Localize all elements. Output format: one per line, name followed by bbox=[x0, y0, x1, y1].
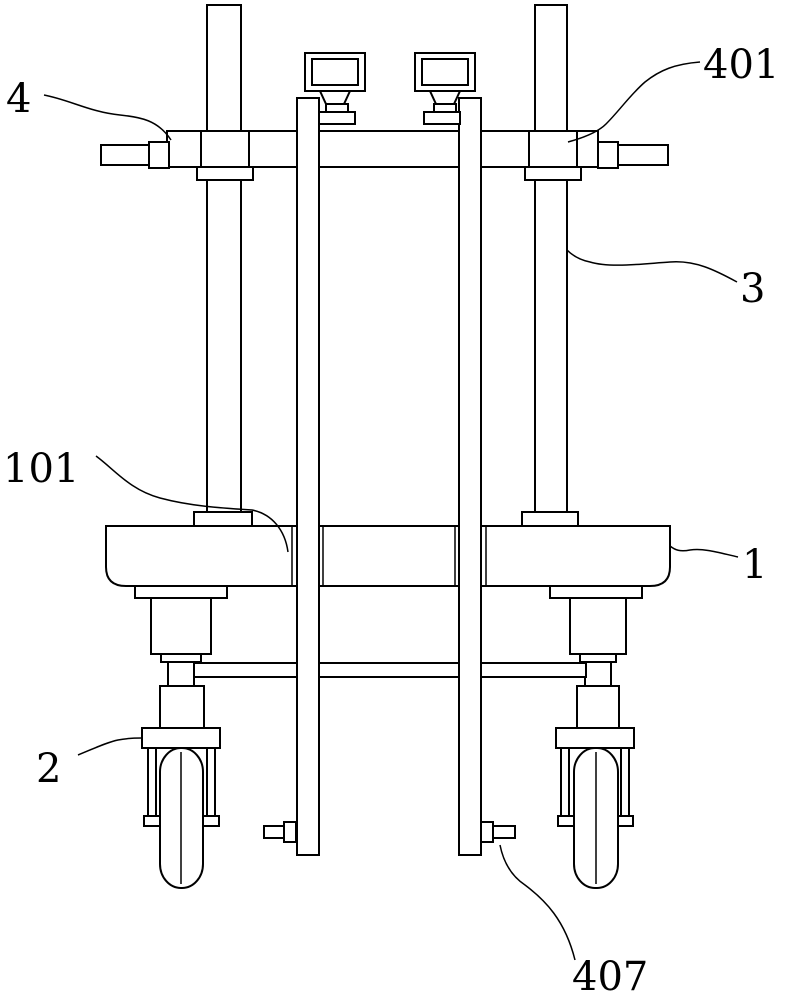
label-407: 407 bbox=[572, 954, 648, 1000]
right-caster-wheel bbox=[555, 727, 635, 889]
label-401: 401 bbox=[703, 42, 779, 88]
label-4: 4 bbox=[6, 76, 31, 122]
label-1: 1 bbox=[742, 542, 767, 588]
left-vertical-post bbox=[206, 4, 242, 513]
right-top-head bbox=[414, 52, 476, 125]
top-crossbar bbox=[100, 130, 669, 181]
left-leg bbox=[134, 585, 228, 729]
left-caster-wheel bbox=[141, 727, 221, 889]
left-sliding-rod bbox=[263, 97, 324, 856]
lower-cross-tie bbox=[193, 662, 587, 678]
label-101: 101 bbox=[3, 446, 79, 492]
label-3: 3 bbox=[740, 266, 765, 312]
label-2: 2 bbox=[36, 746, 61, 792]
leader-lines bbox=[43, 61, 739, 961]
left-top-head bbox=[304, 52, 366, 125]
base-platform bbox=[105, 511, 671, 587]
right-sliding-rod bbox=[454, 97, 516, 856]
right-vertical-post bbox=[534, 4, 568, 513]
right-leg bbox=[549, 585, 643, 729]
